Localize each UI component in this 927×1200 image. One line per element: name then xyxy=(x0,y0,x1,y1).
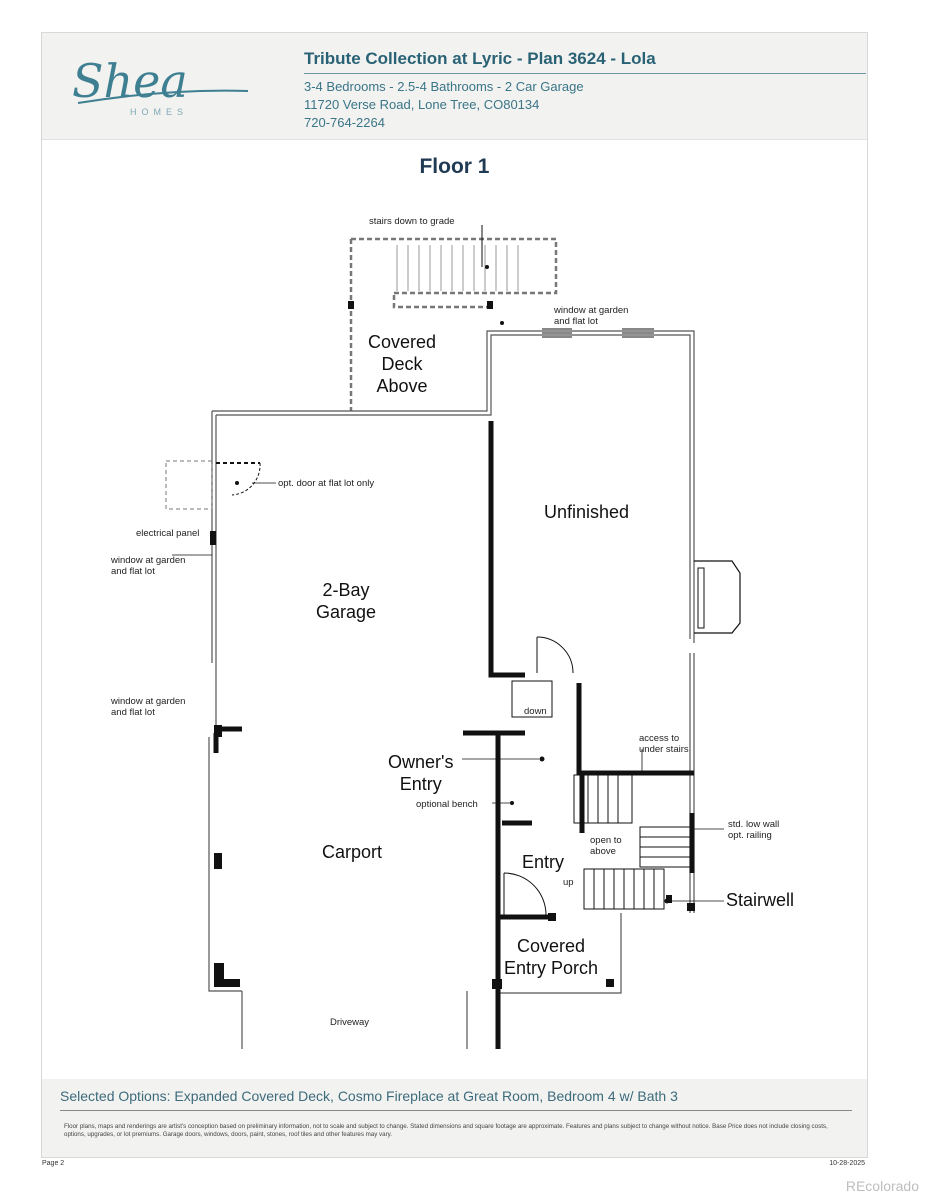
room-label-line: Garage xyxy=(316,602,377,622)
floor-plan-drawing xyxy=(165,225,741,1049)
note-open-to-above: open to above xyxy=(590,835,622,857)
room-label-line: Covered xyxy=(517,936,586,956)
note-low-wall: std. low wall opt. railing xyxy=(728,819,779,841)
room-carport: Carport xyxy=(322,842,383,862)
room-stairwell: Stairwell xyxy=(726,890,795,910)
note-line: opt. railing xyxy=(728,830,772,841)
room-label-line: Deck xyxy=(381,354,423,374)
page-number: Page 2 xyxy=(42,1160,65,1167)
note-down: down xyxy=(524,706,547,717)
note-line: window at garden xyxy=(111,555,186,566)
note-opt-door: opt. door at flat lot only xyxy=(278,478,375,489)
room-label-line: 2-Bay xyxy=(322,580,370,600)
shea-homes-logo: Shea HOMES xyxy=(72,54,249,117)
room-label-line: Owner's xyxy=(388,752,454,772)
selected-options: Selected Options: Expanded Covered Deck,… xyxy=(60,1088,678,1104)
room-covered-entry-porch: Covered Entry Porch xyxy=(504,935,598,979)
community-address: 11720 Verse Road, Lone Tree, CO80134 xyxy=(304,97,540,112)
header-divider xyxy=(304,73,866,74)
room-label-line: Above xyxy=(376,376,428,396)
note-line: access to xyxy=(639,733,680,744)
room-owners-entry: Owner's Entry xyxy=(388,751,453,795)
note-line: window at garden xyxy=(111,696,186,707)
plan-title: Tribute Collection at Lyric - Plan 3624 … xyxy=(304,49,656,68)
room-label-line: Covered xyxy=(368,332,437,352)
note-line: and flat lot xyxy=(554,316,598,327)
svg-text:Shea: Shea xyxy=(72,54,188,108)
room-unfinished: Unfinished xyxy=(544,502,630,522)
note-line: under stairs xyxy=(639,744,689,755)
room-label-line: Entry xyxy=(399,774,442,794)
plan-specs: 3-4 Bedrooms - 2.5-4 Bathrooms - 2 Car G… xyxy=(304,79,584,94)
note-line: std. low wall xyxy=(728,819,780,830)
footer-divider xyxy=(60,1110,852,1111)
note-window-garden-top: window at garden and flat lot xyxy=(554,305,628,327)
floor-title: Floor 1 xyxy=(419,155,490,178)
floor-plan-sheet: Shea HOMES Tribute Collection at Lyric -… xyxy=(41,32,868,1167)
watermark: REcolorado xyxy=(845,1178,919,1194)
stairs-down-to-grade xyxy=(349,237,558,411)
note-stairs-down: stairs down to grade xyxy=(369,216,455,227)
room-covered-deck: Covered Deck Above xyxy=(368,331,436,397)
disclaimer-text: Floor plans, maps and renderings are art… xyxy=(64,1123,828,1138)
note-line: window at garden xyxy=(554,305,629,316)
header-band: Shea HOMES Tribute Collection at Lyric -… xyxy=(42,33,867,140)
note-up: up xyxy=(563,877,574,888)
footer-band xyxy=(42,1079,867,1157)
svg-text:HOMES: HOMES xyxy=(130,107,188,117)
note-line: and flat lot xyxy=(111,707,155,718)
note-access-under-stairs: access to under stairs xyxy=(639,733,689,755)
note-window-garden-low: window at garden and flat lot xyxy=(111,696,185,718)
room-garage: 2-Bay Garage xyxy=(316,579,376,623)
note-electrical-panel: electrical panel xyxy=(136,528,200,539)
phone-number: 720-764-2264 xyxy=(304,115,385,130)
note-optional-bench: optional bench xyxy=(416,799,478,810)
note-driveway: Driveway xyxy=(330,1017,370,1028)
room-entry: Entry xyxy=(522,852,565,872)
room-label-line: Entry Porch xyxy=(504,958,599,978)
note-line: and flat lot xyxy=(111,566,155,577)
note-line: above xyxy=(590,846,616,857)
note-window-garden-mid: window at garden and flat lot xyxy=(111,555,185,577)
note-line: open to xyxy=(590,835,622,846)
document-date: 10-28-2025 xyxy=(829,1160,865,1167)
